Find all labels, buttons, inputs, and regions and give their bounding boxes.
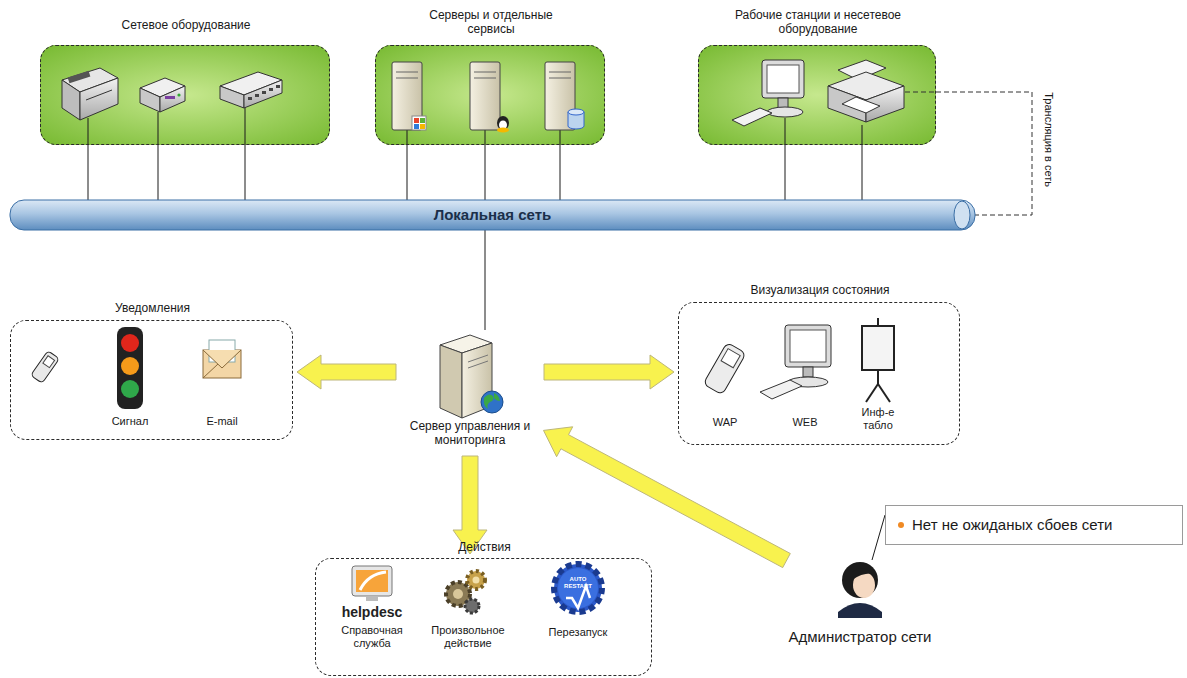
node-title: Сетевое оборудование [21, 18, 351, 32]
flow-arrow [544, 427, 791, 568]
node-title: Сервер управления и мониторинга [394, 419, 546, 448]
info-board-icon [862, 318, 894, 402]
network-band: Локальная сеть [10, 200, 975, 230]
gears-icon [446, 571, 485, 613]
mfp-printer-icon [62, 68, 118, 120]
server-tower-icon [470, 62, 509, 133]
icon-caption: Сигнал [90, 415, 170, 428]
helpdesk-icon [352, 566, 392, 601]
actor-node: Сервер управления и мониторинга [400, 330, 540, 452]
node-title: Серверы и отдельные сервисы [416, 8, 566, 37]
edge-label: Трансляция в сеть [1041, 91, 1054, 190]
node-title: Рабочие станции и несетевое оборудование [723, 8, 913, 37]
icon-caption: Справочная служба [330, 624, 414, 650]
connector-line [158, 145, 159, 200]
connector-line [485, 230, 486, 330]
connector-line [872, 515, 885, 560]
icon-caption: WEB [775, 416, 835, 429]
node-title: Визуализация состояния [679, 283, 961, 297]
web-monitor-icon [760, 325, 831, 399]
flow-arrow [453, 456, 487, 554]
icon-caption: WAP [695, 416, 755, 429]
bullet-dot [898, 522, 904, 528]
administrator-figure [838, 562, 882, 618]
auto-restart-icon [554, 564, 602, 612]
network-band [10, 200, 975, 230]
icon-caption: Произвольное действие [423, 624, 513, 650]
group-ground [40, 45, 936, 145]
broadcast-wire [905, 92, 936, 93]
icon-caption: Перезапуск [533, 626, 623, 639]
switch-icon [220, 72, 282, 108]
connector-line [936, 92, 1032, 215]
icon-caption: E-mail [182, 415, 262, 428]
actor-node: Администратор сети [790, 550, 930, 650]
node-title: Администратор сети [770, 628, 950, 646]
node-title: Уведомления [11, 301, 294, 315]
node-title: Локальная сеть [10, 206, 975, 224]
connector-line [485, 145, 486, 200]
group-box: Серверы и отдельные сервисы [375, 45, 605, 145]
icon-caption: helpdesc [332, 604, 412, 621]
group-box: Уведомления [10, 320, 293, 440]
workstation-icon [732, 60, 804, 126]
monitoring-server-icon [440, 335, 503, 418]
server-tower-icon [392, 62, 426, 130]
mobile-phone-icon [31, 351, 60, 384]
node-title: Нет не ожиданых сбоев сети [912, 516, 1178, 534]
flow-arrow [297, 355, 396, 389]
group-box: Сетевое оборудование [40, 45, 330, 145]
connector-line [785, 145, 786, 200]
callout-box: Нет не ожиданых сбоев сети [885, 505, 1183, 545]
icon-caption: Инф-е табло [852, 406, 904, 432]
envelope-icon [203, 340, 241, 378]
group-box: Рабочие станции и несетевое оборудование [698, 45, 936, 145]
icon-caption: AUTO RESTART [561, 576, 595, 590]
database-server-icon [545, 62, 584, 130]
printer-icon [828, 60, 904, 122]
node-title: Действия [316, 540, 653, 554]
router-icon [140, 78, 185, 112]
wap-phone-icon [703, 342, 746, 395]
traffic-light-icon [117, 327, 143, 409]
flow-arrow [544, 355, 674, 389]
